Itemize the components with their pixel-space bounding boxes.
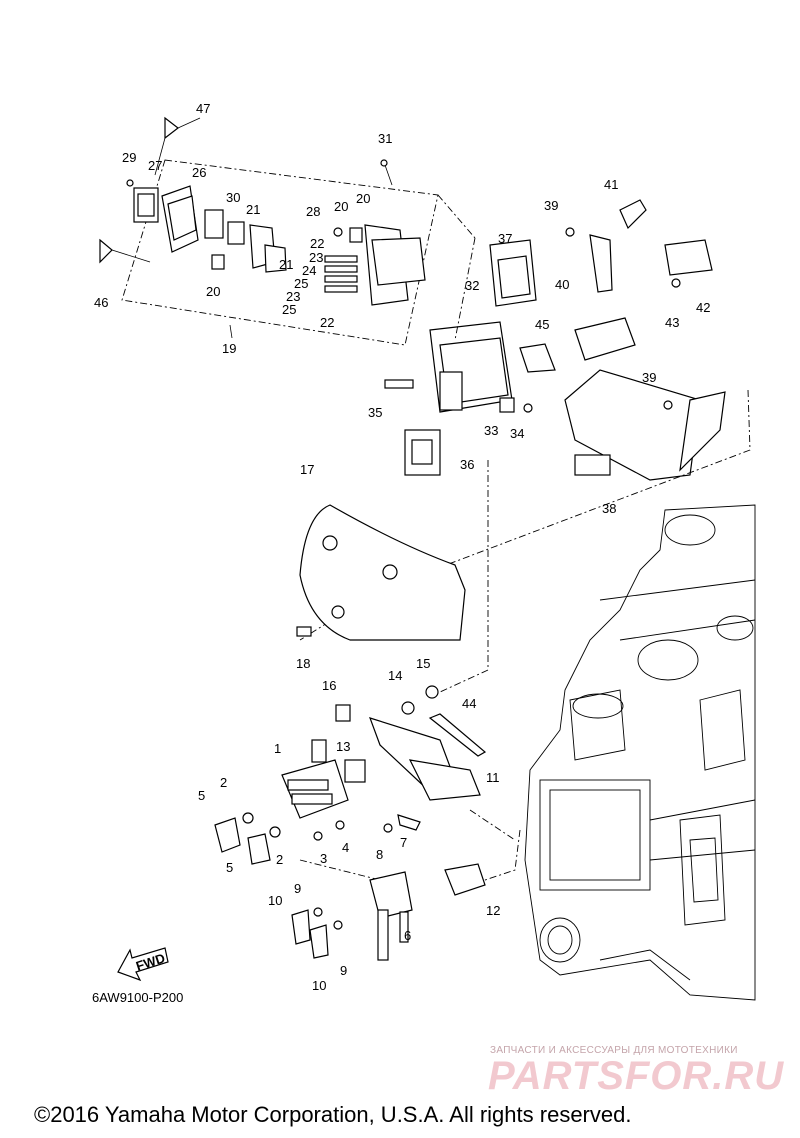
- part-label: 11: [486, 770, 500, 785]
- part-label: 30: [226, 190, 240, 205]
- part-label: 24: [302, 263, 316, 278]
- part-label: 23: [286, 289, 300, 304]
- part-label: 17: [300, 462, 314, 477]
- part-label: 6: [404, 928, 411, 943]
- part-label: 20: [334, 199, 348, 214]
- part-label: 26: [192, 165, 206, 180]
- part-label: 25: [294, 276, 308, 291]
- part-label: 10: [268, 893, 282, 908]
- part-label: 44: [462, 696, 476, 711]
- part-label: 40: [555, 277, 569, 292]
- part-label: 8: [376, 847, 383, 862]
- part-label: 47: [196, 101, 210, 116]
- part-label: 32: [465, 278, 479, 293]
- cover-17: [296, 504, 466, 641]
- watermark-brand: PARTSFOR.RU: [488, 1054, 785, 1098]
- right-bracket-assembly: [564, 199, 726, 481]
- lower-ignition-parts: [214, 685, 487, 961]
- part-label: 23: [309, 250, 323, 265]
- part-label: 22: [310, 236, 324, 251]
- part-label: 39: [642, 370, 656, 385]
- part-label: 15: [416, 656, 430, 671]
- part-label: 21: [246, 202, 260, 217]
- part-label: 3: [320, 851, 327, 866]
- part-label: 2: [276, 852, 283, 867]
- part-label: 5: [198, 788, 205, 803]
- junction-box-assembly: [384, 239, 556, 476]
- part-label: 27: [148, 158, 162, 173]
- part-label: 35: [368, 405, 382, 420]
- part-label: 21: [279, 257, 293, 272]
- part-label: 5: [226, 860, 233, 875]
- part-group-19-outline: [121, 159, 439, 346]
- reference-code: 6AW9100-P200: [92, 990, 184, 1005]
- part-label: 13: [336, 739, 350, 754]
- part-label: 39: [544, 198, 558, 213]
- part-label: 41: [604, 177, 618, 192]
- part-label: 9: [340, 963, 347, 978]
- part-label: 38: [602, 501, 616, 516]
- part-label: 14: [388, 668, 402, 683]
- part-label: 16: [322, 678, 336, 693]
- part-label: 46: [94, 295, 108, 310]
- part-label: 20: [206, 284, 220, 299]
- part-label: 20: [356, 191, 370, 206]
- part-label: 33: [484, 423, 498, 438]
- part-label: 4: [342, 840, 349, 855]
- part-label: 12: [486, 903, 500, 918]
- part-label: 2: [220, 775, 227, 790]
- part-47-46-leads: [99, 116, 201, 264]
- part-label: 10: [312, 978, 326, 993]
- part-label: 19: [222, 341, 236, 356]
- part-label: 31: [378, 131, 392, 146]
- part-label: 29: [122, 150, 136, 165]
- watermark-tagline: ЗАПЧАСТИ И АКСЕССУАРЫ ДЛЯ МОТОТЕХНИКИ: [490, 1045, 738, 1056]
- part-label: 25: [282, 302, 296, 317]
- engine-block: [524, 504, 756, 1001]
- copyright-notice: ©2016 Yamaha Motor Corporation, U.S.A. A…: [34, 1102, 632, 1127]
- part-label: 28: [306, 204, 320, 219]
- part-label: 22: [320, 315, 334, 330]
- part-label: 7: [400, 835, 407, 850]
- part-label: 42: [696, 300, 710, 315]
- part-label: 36: [460, 457, 474, 472]
- part-label: 9: [294, 881, 301, 896]
- part-label: 37: [498, 231, 512, 246]
- part-label: 1: [274, 741, 281, 756]
- electrical-bracket-parts: [126, 159, 426, 306]
- part-label: 43: [665, 315, 679, 330]
- part-label: 34: [510, 426, 524, 441]
- fwd-arrow: [117, 947, 169, 982]
- part-label: 45: [535, 317, 549, 332]
- part-label: 18: [296, 656, 310, 671]
- part-number-labels: 47 29 27 26 30 21 21 20 46 19 31 28 20 2…: [94, 101, 710, 993]
- fwd-label: FWD: [134, 950, 167, 973]
